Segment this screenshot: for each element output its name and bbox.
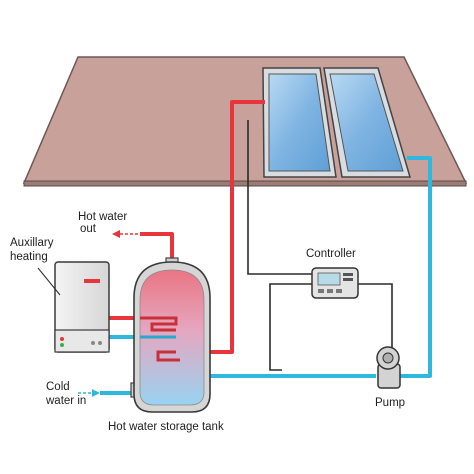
boiler-icon xyxy=(54,261,110,353)
hot-water-out-label-line2: out xyxy=(80,223,97,235)
tank-icon xyxy=(130,257,211,413)
controller-icon xyxy=(311,267,359,299)
cold-water-in-label: Cold xyxy=(46,381,70,393)
controller-label: Controller xyxy=(306,248,356,260)
pump-label: Pump xyxy=(375,397,405,409)
solar-panel-icon xyxy=(262,67,412,178)
control-wiring xyxy=(247,120,393,371)
auxiliary-heating-label-line2: heating xyxy=(10,251,48,263)
tank-label: Hot water storage tank xyxy=(108,421,224,433)
pump-icon xyxy=(376,346,401,389)
hot-water-out-label: Hot water xyxy=(78,211,127,223)
hot-water-out-arrow xyxy=(112,230,120,238)
auxiliary-heating-label: Auxillary xyxy=(10,237,54,249)
cold-water-in-arrow xyxy=(78,389,132,397)
roof-edge xyxy=(23,180,467,187)
cold-water-in-label-line2: water in xyxy=(45,395,86,407)
auxiliary-leader-line xyxy=(37,267,61,296)
